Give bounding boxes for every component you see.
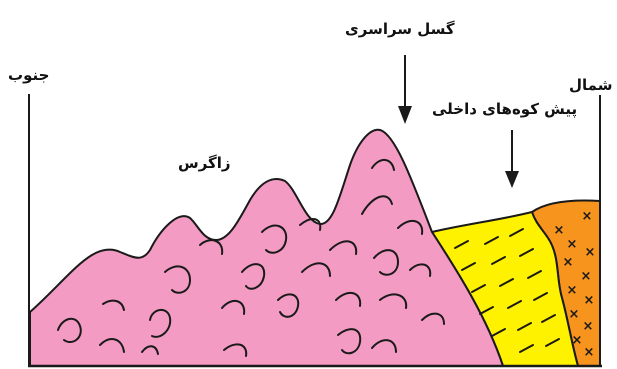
label-south: جنوب — [8, 66, 50, 84]
svg-text:×: × — [567, 237, 578, 252]
folded-strata — [57, 159, 445, 357]
svg-text:×: × — [584, 345, 595, 360]
svg-text:×: × — [569, 307, 580, 322]
svg-text:×: × — [567, 283, 578, 298]
label-inner-foredeep: پیش کوه‌های داخلی — [432, 100, 578, 118]
main-fault-arrow — [398, 55, 412, 124]
label-zagros: زاگرس — [178, 154, 231, 172]
svg-text:×: × — [584, 293, 595, 308]
svg-text:×: × — [585, 245, 596, 260]
svg-text:×: × — [563, 255, 574, 270]
zagros-mountains — [29, 128, 505, 367]
svg-text:×: × — [554, 223, 565, 238]
svg-text:×: × — [581, 269, 592, 284]
foredeep-arrow — [505, 130, 519, 188]
north-block-crosses: × × × × × × × × × × × × — [554, 209, 596, 360]
label-main-fault: گسل سراسری — [345, 20, 455, 38]
svg-text:×: × — [572, 333, 583, 348]
foredeep-dashes — [454, 228, 560, 353]
svg-text:×: × — [582, 209, 593, 224]
label-north: شمال — [569, 76, 613, 94]
svg-text:×: × — [583, 319, 594, 334]
